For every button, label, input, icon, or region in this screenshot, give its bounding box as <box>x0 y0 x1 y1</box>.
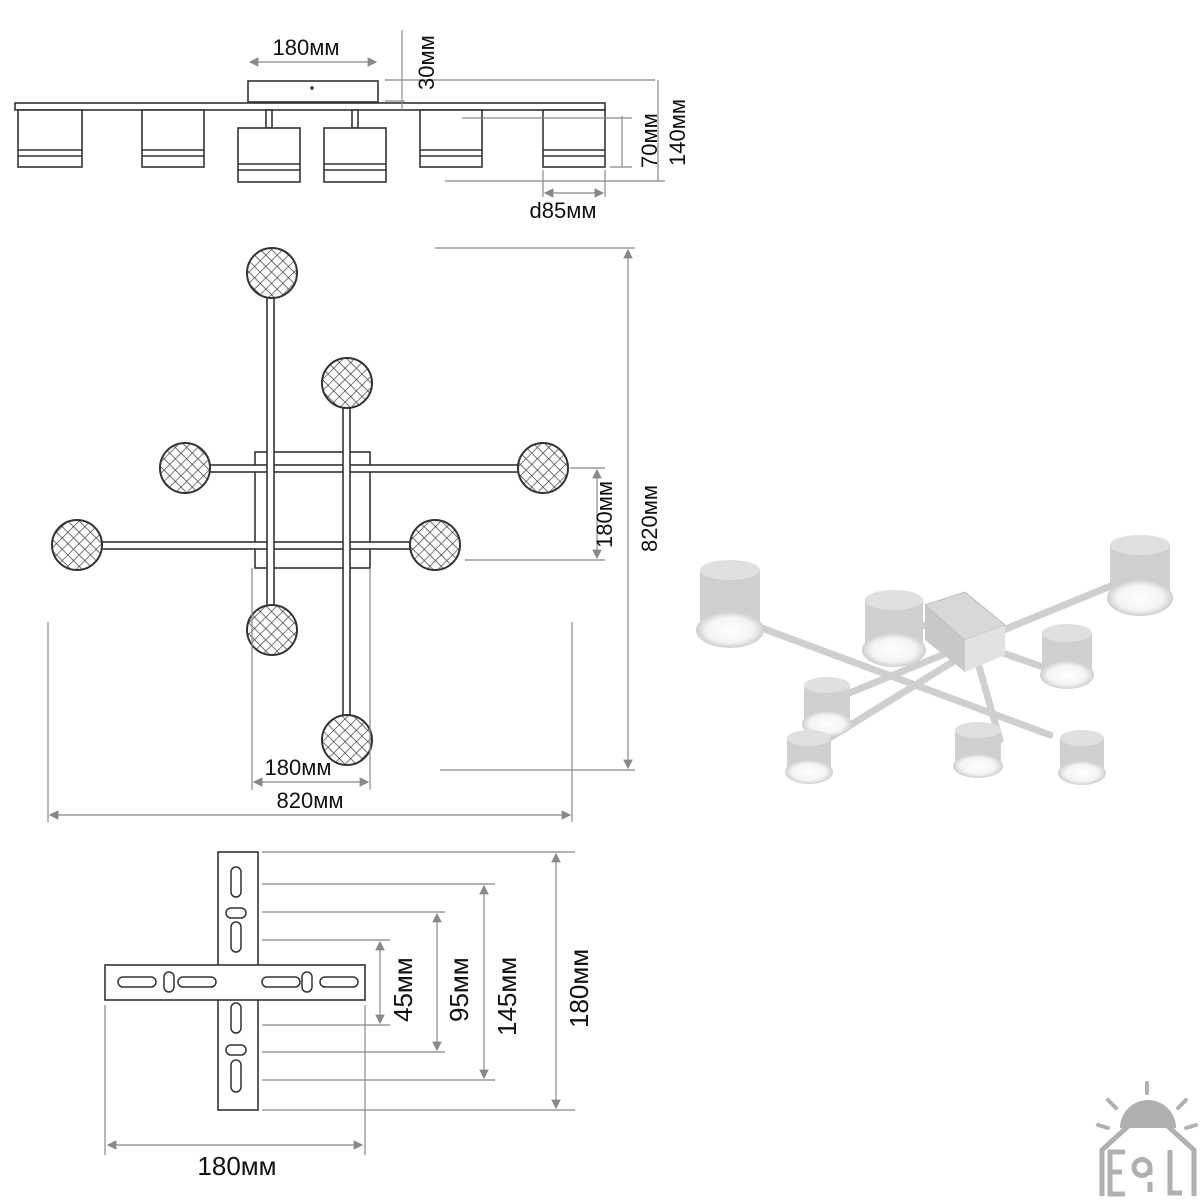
top-view: 180мм 820мм 180мм 820мм <box>47 247 662 822</box>
side-view: 180мм 30мм 70мм 140мм d85мм <box>14 30 690 223</box>
slot-45-label: 45мм <box>388 957 418 1022</box>
total-depth-label: 820мм <box>637 485 662 552</box>
canopy-height-label: 30мм <box>414 35 439 90</box>
mount-plate: 45мм 95мм 145мм 180мм 180мм <box>104 851 594 1181</box>
plate-width-label: 180мм <box>197 1151 276 1181</box>
mount-width-label: 180мм <box>265 755 332 780</box>
arm-bar <box>14 102 606 111</box>
render-shades <box>696 535 1173 785</box>
esl-logo <box>1096 1081 1198 1197</box>
side-shades <box>17 109 606 183</box>
slot-145-label: 145мм <box>492 957 522 1036</box>
canopy <box>247 80 379 103</box>
mount-height-label: 180мм <box>592 481 617 548</box>
total-height-label: 140мм <box>665 99 690 166</box>
plate-height-label: 180мм <box>564 949 594 1028</box>
top-shades <box>51 247 569 766</box>
canopy-width-label: 180мм <box>273 35 340 60</box>
shade-diameter-label: d85мм <box>530 198 597 223</box>
slot-95-label: 95мм <box>444 957 474 1022</box>
product-render <box>696 535 1173 785</box>
total-width-label: 820мм <box>277 788 344 813</box>
